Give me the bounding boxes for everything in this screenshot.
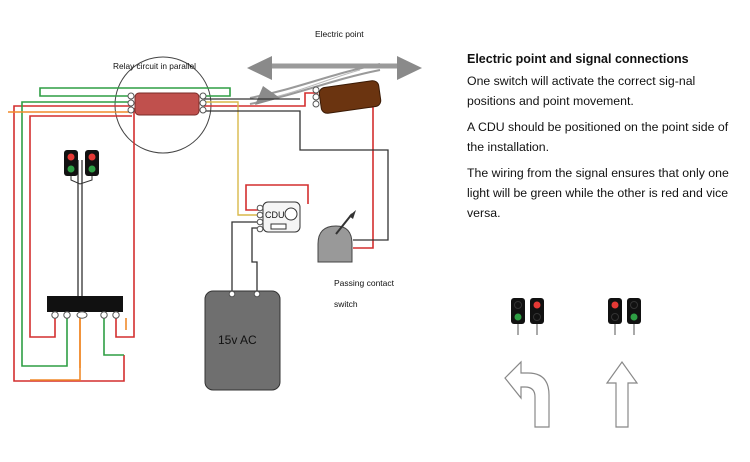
signal-pair-left-turn: [511, 298, 544, 335]
description-panel: Electric point and signal connections On…: [467, 49, 729, 229]
power-label: 15v AC: [218, 333, 257, 347]
description-paragraph-3: The wiring from the signal ensures that …: [467, 166, 729, 220]
description-paragraph-1: One switch will activate the correct sig…: [467, 74, 696, 108]
passing-contact-label-line2: switch: [334, 299, 358, 309]
signal-pair-wired: [64, 150, 99, 185]
cdu-label: CDU: [265, 210, 285, 220]
left-turn-arrow-icon: [504, 360, 550, 428]
electric-point-track: [247, 56, 422, 105]
orange-bottom-loop: [30, 318, 81, 381]
signal-pair-straight: [608, 298, 641, 335]
passing-contact-label-line1: Passing contact: [334, 278, 395, 288]
green-wires: [21, 87, 231, 367]
electric-point-label: Electric point: [315, 29, 364, 39]
point-motor: [312, 80, 382, 114]
relay-terminals: [127, 92, 207, 114]
straight-arrow-icon: [605, 360, 639, 428]
power-supply: 15v AC: [204, 290, 281, 391]
relay-highlight-circle: [114, 56, 212, 154]
cdu-unit: CDU: [256, 201, 301, 233]
yellow-wires: [204, 101, 258, 216]
passing-contact-switch: [317, 210, 356, 263]
relay-unit: [134, 92, 200, 116]
signal-base: [47, 296, 123, 319]
orange-loop: [30, 110, 38, 381]
relay-label: Relay circuit in parallel: [113, 61, 196, 71]
black-wires: [77, 98, 389, 296]
description-paragraph-2: A CDU should be positioned on the point …: [467, 120, 729, 154]
description-heading: Electric point and signal connections: [467, 52, 689, 66]
